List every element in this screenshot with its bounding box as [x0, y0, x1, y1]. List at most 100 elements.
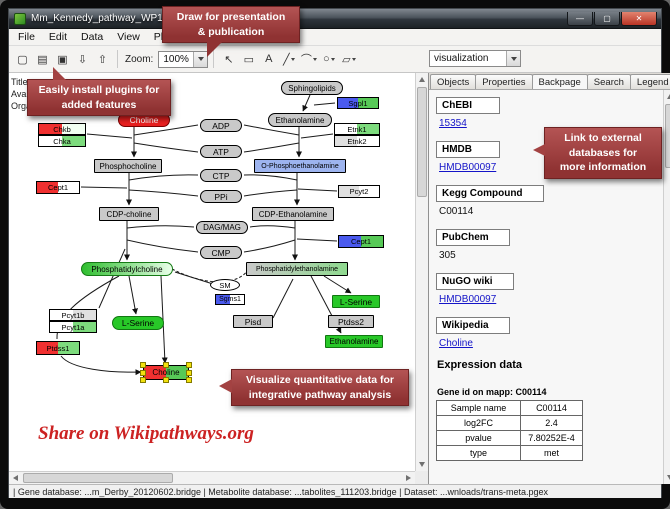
canvas-horizontal-scrollbar[interactable] [9, 471, 415, 484]
selection-handle[interactable] [163, 362, 169, 368]
new-file-icon[interactable]: ▢ [17, 53, 28, 66]
selection-handle[interactable] [186, 362, 192, 368]
pathway-node-pcyt1a[interactable]: Pcyt1a [49, 321, 97, 333]
pathway-node-ptdss1[interactable]: Ptdss1 [36, 341, 80, 355]
selection-handle[interactable] [186, 369, 192, 376]
toolbar: ▢ ▤ ▣ ⇩ ⇧ Zoom: 100% ↖ ▭ A ╱⌒○▱ visualization [9, 46, 661, 73]
scroll-down-icon[interactable] [666, 475, 670, 480]
pathway-node-dag-mag[interactable]: DAG/MAG [196, 221, 248, 234]
pathway-node-sgpl1[interactable]: Sgpl1 [337, 97, 379, 109]
scroll-up-icon[interactable] [666, 94, 670, 99]
pathway-node-sm[interactable]: SM [210, 279, 240, 291]
backpage-value-nugo-wiki[interactable]: HMDB00097 [439, 294, 497, 305]
scroll-right-icon[interactable] [406, 475, 411, 481]
pathway-node-pcyt1b[interactable]: Pcyt1b [49, 309, 97, 321]
menu-view[interactable]: View [117, 31, 140, 43]
pathway-node-sphingolipids[interactable]: Sphingolipids [281, 81, 343, 95]
datanode-tool-icon[interactable]: ▭ [243, 53, 255, 66]
callout-line: more information [559, 161, 647, 174]
app-icon [14, 12, 26, 25]
scroll-up-icon[interactable] [419, 77, 425, 82]
pathway-node-ptdss2[interactable]: Ptdss2 [328, 315, 374, 328]
pathway-node-pisd[interactable]: Pisd [233, 315, 273, 328]
tab-search[interactable]: Search [586, 74, 631, 89]
pathway-node-cdp-ethanolamine[interactable]: CDP-Ethanolamine [252, 207, 334, 221]
line-tool-icon[interactable]: ╱ [279, 50, 298, 69]
pathway-node-cdp-choline[interactable]: CDP-choline [99, 207, 159, 221]
backpage-value-wikipedia[interactable]: Choline [439, 338, 473, 349]
import-icon[interactable]: ⇩ [77, 53, 88, 66]
vertical-scroll-thumb[interactable] [417, 87, 427, 197]
selection-handle[interactable] [140, 377, 146, 383]
tab-objects[interactable]: Objects [430, 74, 477, 89]
menu-data[interactable]: Data [81, 31, 104, 43]
pathway-node-l-serine[interactable]: L-Serine [332, 295, 380, 308]
scroll-left-icon[interactable] [13, 475, 18, 481]
pathway-node-ctp[interactable]: CTP [200, 169, 242, 182]
tab-legend[interactable]: Legend [629, 74, 670, 89]
pathway-node-title: Title: [11, 77, 31, 87]
canvas-vertical-scrollbar[interactable] [415, 73, 428, 471]
pathway-node-etnk2[interactable]: Etnk2 [334, 135, 380, 147]
shape-tool-icon[interactable]: ○ [319, 50, 338, 69]
table-cell: log2FC [436, 415, 521, 431]
visualization-combobox[interactable]: visualization [429, 50, 521, 67]
horizontal-scroll-thumb[interactable] [23, 473, 173, 483]
pathway-node-cept1[interactable]: Cept1 [36, 181, 80, 194]
menu-edit[interactable]: Edit [48, 31, 68, 43]
open-file-icon[interactable]: ▤ [37, 53, 48, 66]
tab-backpage[interactable]: Backpage [531, 74, 588, 89]
chevron-down-icon[interactable] [506, 51, 520, 66]
export-icon[interactable]: ⇧ [97, 53, 108, 66]
pathway-node-choline[interactable]: Choline [118, 113, 170, 127]
pathway-node-adp[interactable]: ADP [200, 119, 242, 132]
save-file-icon[interactable]: ▣ [57, 53, 68, 66]
selection-handle[interactable] [140, 369, 146, 376]
pathway-node-etnk1[interactable]: Etnk1 [334, 123, 380, 135]
select-tool-icon[interactable]: ↖ [224, 53, 234, 66]
selection-handle[interactable] [186, 377, 192, 383]
pathway-node-atp[interactable]: ATP [200, 145, 242, 158]
pathway-node-phosphatidylethanolamine[interactable]: Phosphatidylethanolamine [246, 262, 348, 276]
pathway-node-cept1[interactable]: Cept1 [338, 235, 384, 248]
toolbar-file-group: ▢ ▤ ▣ ⇩ ⇧ [13, 50, 112, 69]
close-button[interactable]: ✕ [621, 11, 657, 26]
pathway-node-ethanolamine[interactable]: Ethanolamine [268, 113, 332, 127]
backpage-value-chebi[interactable]: 15354 [439, 118, 467, 129]
selection-handle[interactable] [163, 377, 169, 383]
pathway-node-sgms1[interactable]: Sgms1 [215, 294, 245, 305]
pathway-node-ppi[interactable]: PPi [200, 190, 242, 203]
zoom-label: Zoom: [125, 53, 154, 65]
pathway-node-o-phosphoethanolamine[interactable]: O-Phosphoethanolamine [254, 159, 346, 173]
pathway-node-l-serine[interactable]: L-Serine [112, 316, 164, 330]
callout-install-plugins: Easily install plugins for added feature… [27, 67, 171, 117]
pathway-node-choline[interactable]: Choline [140, 362, 192, 383]
panel-scrollbar[interactable] [662, 90, 670, 484]
callout-line: Visualize quantitative data for [245, 374, 394, 386]
backpage-value-hmdb[interactable]: HMDB00097 [439, 162, 497, 173]
maximize-button[interactable]: ▢ [594, 11, 620, 26]
template-tool-icon[interactable]: ▱ [339, 50, 358, 69]
pathway-node-chkb[interactable]: Chkb [38, 123, 86, 135]
scroll-down-icon[interactable] [419, 462, 425, 467]
pathway-node-chka[interactable]: Chka [38, 135, 86, 147]
pathway-node-ethanolamine[interactable]: Ethanolamine [325, 335, 383, 348]
chevron-down-icon[interactable] [193, 51, 208, 67]
pathway-node-pcyt2[interactable]: Pcyt2 [338, 185, 380, 198]
pathway-node-cmp[interactable]: CMP [200, 246, 242, 259]
tab-properties[interactable]: Properties [475, 74, 533, 89]
menu-file[interactable]: File [18, 31, 35, 43]
pathway-node-phosphocholine[interactable]: Phosphocholine [94, 159, 162, 173]
minimize-button[interactable]: — [567, 11, 593, 26]
selection-handle[interactable] [140, 362, 146, 368]
title-bar[interactable]: Mm_Kennedy_pathway_WP1771_45176.gpml —▢✕ [9, 9, 661, 29]
pathway-node-phosphatidylcholine[interactable]: Phosphatidylcholine [81, 262, 173, 276]
label-tool-icon[interactable]: A [265, 53, 273, 65]
panel-scroll-thumb[interactable] [664, 104, 670, 168]
zoom-combobox[interactable]: 100% [158, 50, 209, 68]
arc-tool-icon[interactable]: ⌒ [299, 50, 318, 69]
callout-draw-presentation: Draw for presentation & publication [162, 6, 300, 58]
